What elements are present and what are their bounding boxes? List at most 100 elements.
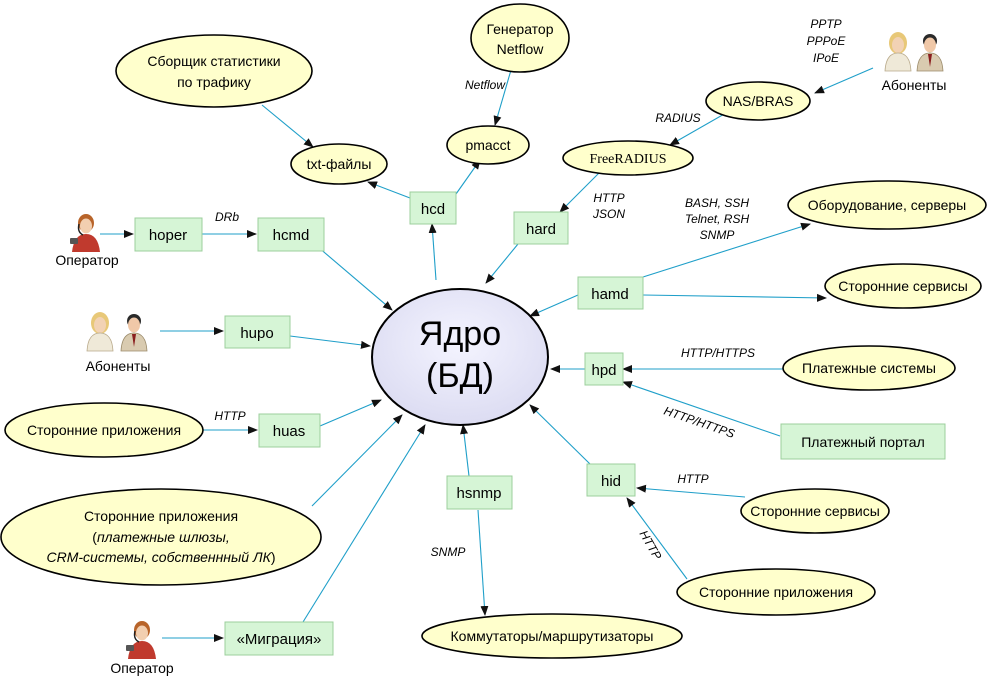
traffic-collector-label-1: Сборщик статистики <box>147 53 280 69</box>
subscribers-top-label: Абоненты <box>882 77 947 93</box>
protocol-ipoe: IPoE <box>813 51 840 65</box>
hsnmp-label: hsnmp <box>456 485 501 502</box>
box-hsnmp[interactable]: hsnmp <box>446 475 513 510</box>
edge-hcd-pmacct <box>455 159 481 195</box>
box-hpd[interactable]: hpd <box>584 352 624 386</box>
node-nas-bras[interactable]: NAS/BRAS <box>705 81 811 121</box>
edge-abonenty-nas <box>814 67 874 94</box>
netflow-generator-label-1: Генератор <box>486 21 553 37</box>
node-freeradius[interactable]: FreeRADIUS <box>562 140 694 176</box>
protocol-http-https-1: HTTP/HTTPS <box>681 346 755 360</box>
operator-bottom-label: Оператор <box>110 660 174 676</box>
netflow-generator-label-2: Netflow <box>497 41 545 57</box>
protocol-snmp: SNMP <box>431 545 466 559</box>
core-label-line1: Ядро <box>419 315 501 353</box>
equipment-servers-label: Оборудование, серверы <box>808 197 966 213</box>
hid-label: hid <box>601 473 621 490</box>
edge-apps-hid <box>626 497 688 580</box>
box-huas[interactable]: huas <box>258 413 321 448</box>
node-third-party-services-bottom[interactable]: Сторонние сервисы <box>740 488 890 534</box>
protocol-http-json-1: HTTP <box>593 191 624 205</box>
box-hamd[interactable]: hamd <box>577 276 644 310</box>
edge-hcmd-core <box>317 246 393 311</box>
hard-label: hard <box>526 221 556 238</box>
box-hoper[interactable]: hoper <box>134 217 203 252</box>
edge-hamd-services <box>642 293 827 302</box>
protocol-http-hid: HTTP <box>677 472 708 486</box>
huas-label: huas <box>273 423 306 440</box>
edge-hcd-txt <box>367 181 411 199</box>
protocol-http-https-2: HTTP/HTTPS <box>662 404 737 441</box>
subscriber-woman-icon <box>884 31 912 72</box>
hamd-label: hamd <box>591 286 629 303</box>
node-third-party-apps-big[interactable]: Сторонние приложения (платежные шлюзы, C… <box>0 488 322 586</box>
edge-hsnmp-core <box>460 424 470 477</box>
edge-hsnmp-switches <box>477 509 489 616</box>
big-apps-label-3: CRM-системы, собственнный ЛК) <box>46 549 275 565</box>
payment-systems-label: Платежные системы <box>802 360 936 376</box>
edge-portal-hpd <box>622 381 781 437</box>
edge-hupo-core <box>289 335 371 349</box>
edge-services-hid <box>636 484 746 498</box>
box-hcmd[interactable]: hcmd <box>257 217 325 252</box>
big-apps-label-1: Сторонние приложения <box>84 508 238 524</box>
actor-subscribers-top[interactable]: Абоненты <box>882 31 947 93</box>
core-label-line2: (БД) <box>426 357 494 395</box>
hoper-label: hoper <box>149 227 187 244</box>
edge-hard-core <box>485 243 519 284</box>
actor-operator-top[interactable]: Оператор <box>55 213 119 268</box>
node-txt-files[interactable]: txt-файлы <box>290 143 388 185</box>
node-equipment-servers[interactable]: Оборудование, серверы <box>787 180 987 230</box>
node-traffic-collector[interactable]: Сборщик статистики по трафику <box>115 34 313 108</box>
operator-top-label: Оператор <box>55 252 119 268</box>
payment-portal-label: Платежный портал <box>801 434 925 450</box>
third-party-apps-left-label: Сторонние приложения <box>27 422 181 438</box>
edge-nas-freeradius <box>669 112 727 146</box>
edge-bigapps-core <box>311 414 403 507</box>
protocol-http-diag: HTTP <box>637 528 665 562</box>
pmacct-label: pmacct <box>465 137 510 153</box>
edge-hamd-core <box>529 294 579 317</box>
box-hid[interactable]: hid <box>586 463 636 497</box>
migration-label: «Миграция» <box>237 631 322 648</box>
protocol-http-json-2: JSON <box>592 207 625 221</box>
edge-hid-core <box>529 404 591 465</box>
edge-generator-pmacct <box>493 69 512 126</box>
box-hupo[interactable]: hupo <box>224 315 291 349</box>
node-payment-systems[interactable]: Платежные системы <box>782 345 956 391</box>
protocol-pptp: PPTP <box>810 17 841 31</box>
box-hcd[interactable]: hcd <box>409 191 457 225</box>
actor-subscribers-left[interactable]: Абоненты <box>86 311 151 374</box>
node-third-party-apps-right[interactable]: Сторонние приложения <box>676 568 876 616</box>
node-netflow-generator[interactable]: Генератор Netflow <box>470 3 570 73</box>
protocol-http-huas: HTTP <box>214 409 245 423</box>
switches-routers-label: Коммутаторы/маршрутизаторы <box>451 628 654 644</box>
third-party-services-top-label: Сторонние сервисы <box>838 278 968 294</box>
actor-operator-bottom[interactable]: Оператор <box>110 620 174 676</box>
hcmd-label: hcmd <box>273 227 310 244</box>
box-payment-portal[interactable]: Платежный портал <box>780 423 946 460</box>
protocol-hamd-3: SNMP <box>700 228 735 242</box>
protocol-drb: DRb <box>215 210 239 224</box>
node-third-party-apps-left[interactable]: Сторонние приложения <box>4 402 204 458</box>
subscriber-man-icon <box>916 33 944 72</box>
edge-core-hcd <box>428 223 437 281</box>
protocol-hamd-2: Telnet, RSH <box>685 212 750 226</box>
freeradius-label: FreeRADIUS <box>590 152 667 167</box>
box-migration[interactable]: «Миграция» <box>224 621 334 656</box>
hupo-label: hupo <box>240 325 273 342</box>
node-third-party-services-top[interactable]: Сторонние сервисы <box>824 263 982 309</box>
operator-icon <box>125 620 157 660</box>
operator-icon <box>69 213 101 253</box>
protocol-radius: RADIUS <box>655 111 700 125</box>
core-node[interactable]: Ядро (БД) <box>371 288 549 426</box>
edge-freeradius-hard <box>559 171 601 213</box>
txt-files-label: txt-файлы <box>307 156 372 172</box>
traffic-collector-label-2: по трафику <box>177 74 251 90</box>
node-switches-routers[interactable]: Коммутаторы/маршрутизаторы <box>421 613 683 659</box>
box-hard[interactable]: hard <box>513 211 569 245</box>
connections <box>100 67 874 642</box>
edge-migration-core <box>302 424 426 623</box>
node-pmacct[interactable]: pmacct <box>446 125 530 165</box>
